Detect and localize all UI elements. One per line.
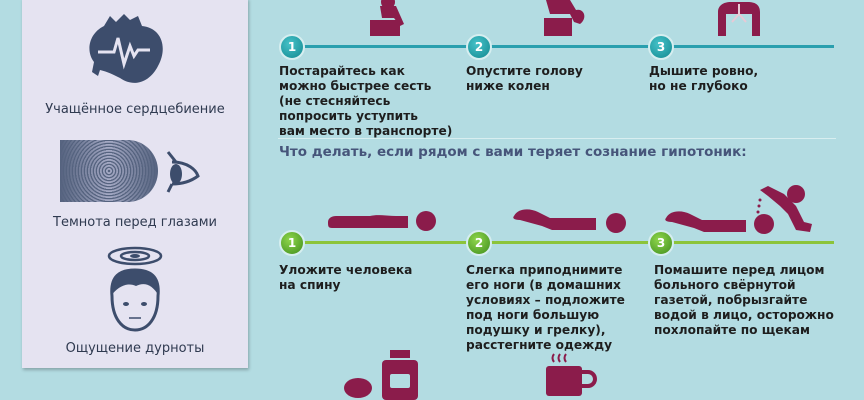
symptom-label: Ощущение дурноты bbox=[65, 341, 205, 356]
step-text: Уложите человека на спину bbox=[279, 263, 413, 292]
sitting-person-icon bbox=[370, 0, 404, 36]
step-number-badge: 2 bbox=[466, 34, 492, 60]
step-number-badge: 3 bbox=[648, 230, 674, 256]
hot-cup-icon bbox=[546, 353, 597, 396]
symptoms-panel: Учащённое сердцебиение Темнота перед гла… bbox=[22, 0, 248, 368]
head-down-person-icon bbox=[544, 0, 585, 36]
timeline-line bbox=[292, 45, 834, 48]
divider bbox=[278, 138, 836, 139]
lungs-icon bbox=[718, 2, 760, 36]
darkness-pattern-icon bbox=[60, 140, 158, 202]
step-number-badge: 1 bbox=[279, 34, 305, 60]
step-text: Слегка приподнимите его ноги (в домашних… bbox=[466, 263, 625, 352]
step-text: Опустите голову ниже колен bbox=[466, 64, 583, 93]
symptom-label: Учащённое сердцебиение bbox=[45, 102, 225, 117]
medicine-bottle-icon bbox=[344, 350, 418, 400]
step-text: Помашите перед лицом больного свёрнутой … bbox=[654, 263, 834, 337]
timeline-line bbox=[292, 241, 834, 244]
eye-icon bbox=[166, 151, 200, 193]
step-text: Дышите ровно, но не глубоко bbox=[649, 64, 759, 93]
step-text: Постарайтесь как можно быстрее сесть (не… bbox=[279, 64, 453, 138]
dizzy-head-icon bbox=[107, 246, 163, 332]
step-number-badge: 2 bbox=[466, 230, 492, 256]
section-heading: Что делать, если рядом с вами теряет соз… bbox=[279, 144, 747, 160]
heart-pulse-icon bbox=[89, 14, 163, 83]
step-number-badge: 3 bbox=[648, 34, 674, 60]
splash-water-person-icon bbox=[665, 185, 812, 234]
symptom-label: Темнота перед глазами bbox=[53, 215, 217, 230]
lying-person-icon bbox=[328, 211, 436, 231]
legs-raised-person-icon bbox=[513, 209, 626, 233]
step-number-badge: 1 bbox=[279, 230, 305, 256]
